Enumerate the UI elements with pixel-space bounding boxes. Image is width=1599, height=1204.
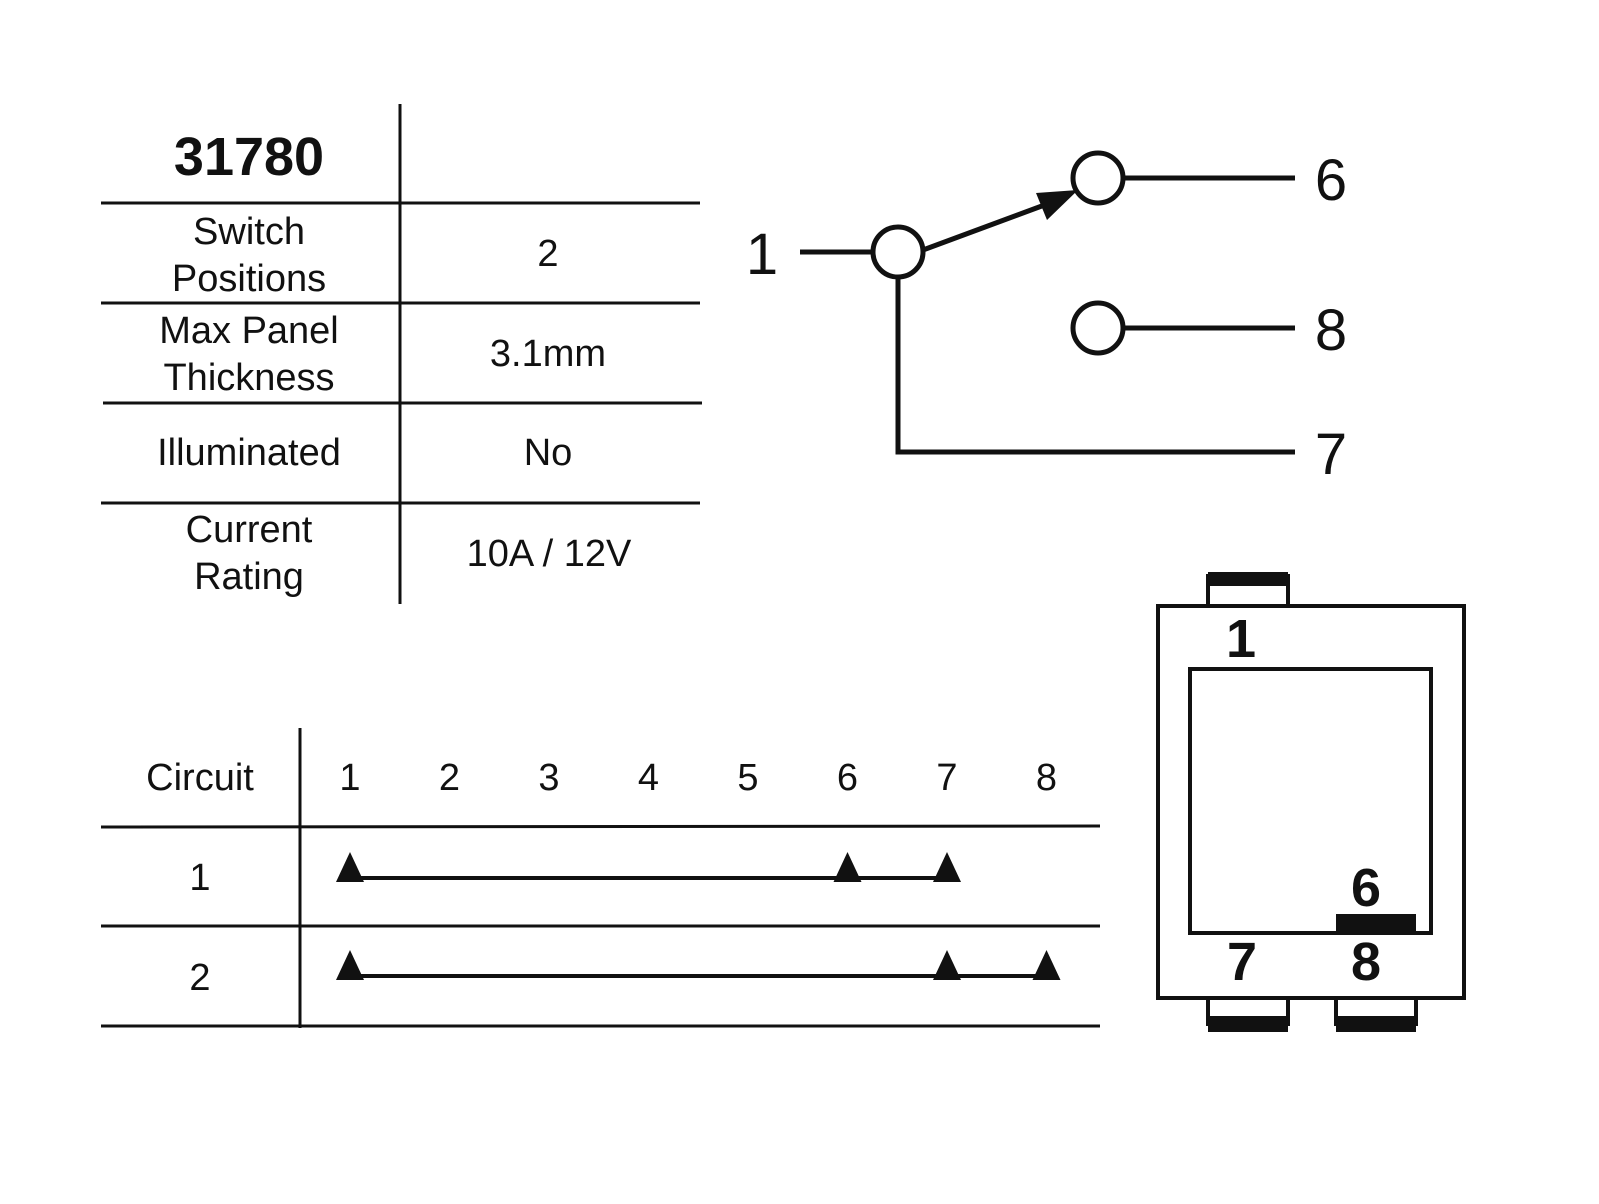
circuit-column-header-7: 7 — [936, 757, 957, 799]
spec-label-switch-positions-line1: Switch — [193, 211, 305, 253]
circuit-row-label-1: 1 — [189, 857, 210, 899]
terminal-6-bar — [1336, 914, 1416, 934]
part-number: 31780 — [174, 127, 324, 187]
schematic-label-6: 6 — [1315, 148, 1347, 213]
pin-layout-inner-body — [1188, 667, 1433, 935]
spec-value-switch-positions: 2 — [537, 233, 558, 275]
circuit-column-header-5: 5 — [737, 757, 758, 799]
schematic-common-contact — [870, 224, 926, 280]
circuit-column-header-3: 3 — [538, 757, 559, 799]
circuit-2-terminal-1-marker — [336, 950, 364, 980]
spec-value-current-rating: 10A / 12V — [467, 533, 632, 575]
pin-label-8: 8 — [1351, 932, 1381, 992]
circuit-2-terminal-8-marker — [1032, 950, 1061, 980]
circuit-header-label: Circuit — [146, 757, 254, 799]
spec-value-panel-thickness: 3.1mm — [490, 333, 606, 375]
spec-value-illuminated: No — [524, 432, 573, 474]
spec-label-current-rating-line1: Current — [186, 509, 313, 551]
circuit-1-terminal-6-marker — [833, 852, 862, 882]
circuit-table-rule — [100, 824, 1101, 829]
spec-label-illuminated: Illuminated — [157, 432, 341, 474]
schematic-contact-8 — [1070, 300, 1126, 356]
circuit-2-terminal-7-marker — [933, 950, 961, 980]
pin-layout-outer-body — [1156, 604, 1466, 1000]
schematic-lever — [922, 197, 1059, 253]
pin-label-7: 7 — [1227, 932, 1257, 992]
pin-label-1: 1 — [1226, 609, 1256, 669]
schematic-contact-6 — [1070, 150, 1126, 206]
circuit-column-header-2: 2 — [439, 757, 460, 799]
spec-label-panel-thickness-line1: Max Panel — [159, 310, 339, 352]
spec-label-current-rating-line2: Rating — [194, 556, 304, 598]
spec-label-panel-thickness-line2: Thickness — [163, 357, 334, 399]
schematic-label-1: 1 — [746, 222, 778, 287]
spec-table — [101, 104, 702, 604]
schematic-label-8: 8 — [1315, 298, 1347, 363]
pin-layout — [1156, 572, 1466, 1032]
circuit-connections — [336, 852, 1061, 980]
terminal-1-edge — [1208, 572, 1288, 586]
terminal-7-edge — [1208, 1016, 1288, 1032]
pin-label-6: 6 — [1351, 858, 1381, 918]
circuit-1-terminal-7-marker — [933, 852, 961, 882]
circuit-table — [100, 728, 1101, 1028]
circuit-column-header-6: 6 — [837, 757, 858, 799]
schematic-label-7: 7 — [1315, 422, 1347, 487]
circuit-1-terminal-1-marker — [336, 852, 364, 882]
circuit-column-headers: 1 2 3 4 5 6 7 8 — [339, 757, 1057, 799]
circuit-column-header-4: 4 — [638, 757, 659, 799]
circuit-row-label-2: 2 — [189, 957, 210, 999]
circuit-column-header-1: 1 — [339, 757, 360, 799]
schematic-lead-7 — [895, 277, 1295, 455]
spec-label-switch-positions-line2: Positions — [172, 258, 326, 300]
circuit-column-header-8: 8 — [1036, 757, 1057, 799]
terminal-8-edge — [1336, 1016, 1416, 1032]
schematic-lever-arrowhead — [1036, 190, 1078, 220]
switch-schematic — [800, 150, 1295, 455]
